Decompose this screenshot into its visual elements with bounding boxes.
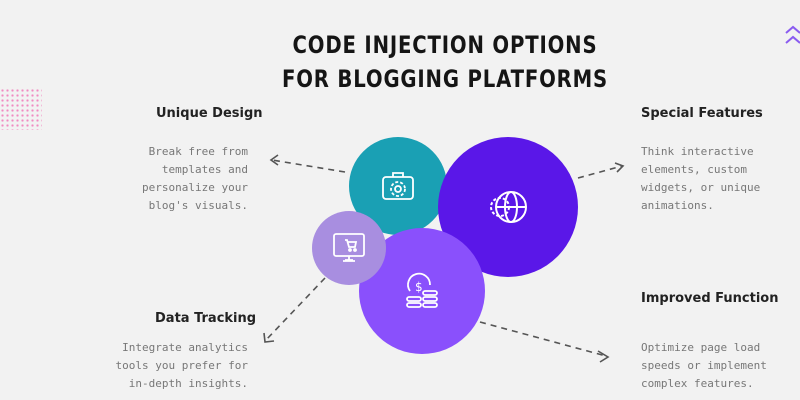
heading-improved-function: Improved Function <box>641 291 779 306</box>
heading-special-features: Special Features <box>641 106 763 121</box>
decorative-dot-grid <box>0 88 42 130</box>
heading-unique-design: Unique Design <box>156 106 263 121</box>
dollar-coins-icon: $ <box>406 272 438 308</box>
chevron-decoration <box>785 25 800 44</box>
svg-text:$: $ <box>415 280 423 294</box>
monitor-cart-icon <box>333 233 365 262</box>
briefcase-gear-icon <box>382 172 414 200</box>
circle-data-tracking <box>312 211 386 285</box>
globe-gear-icon <box>490 191 527 223</box>
heading-data-tracking: Data Tracking <box>155 311 257 326</box>
